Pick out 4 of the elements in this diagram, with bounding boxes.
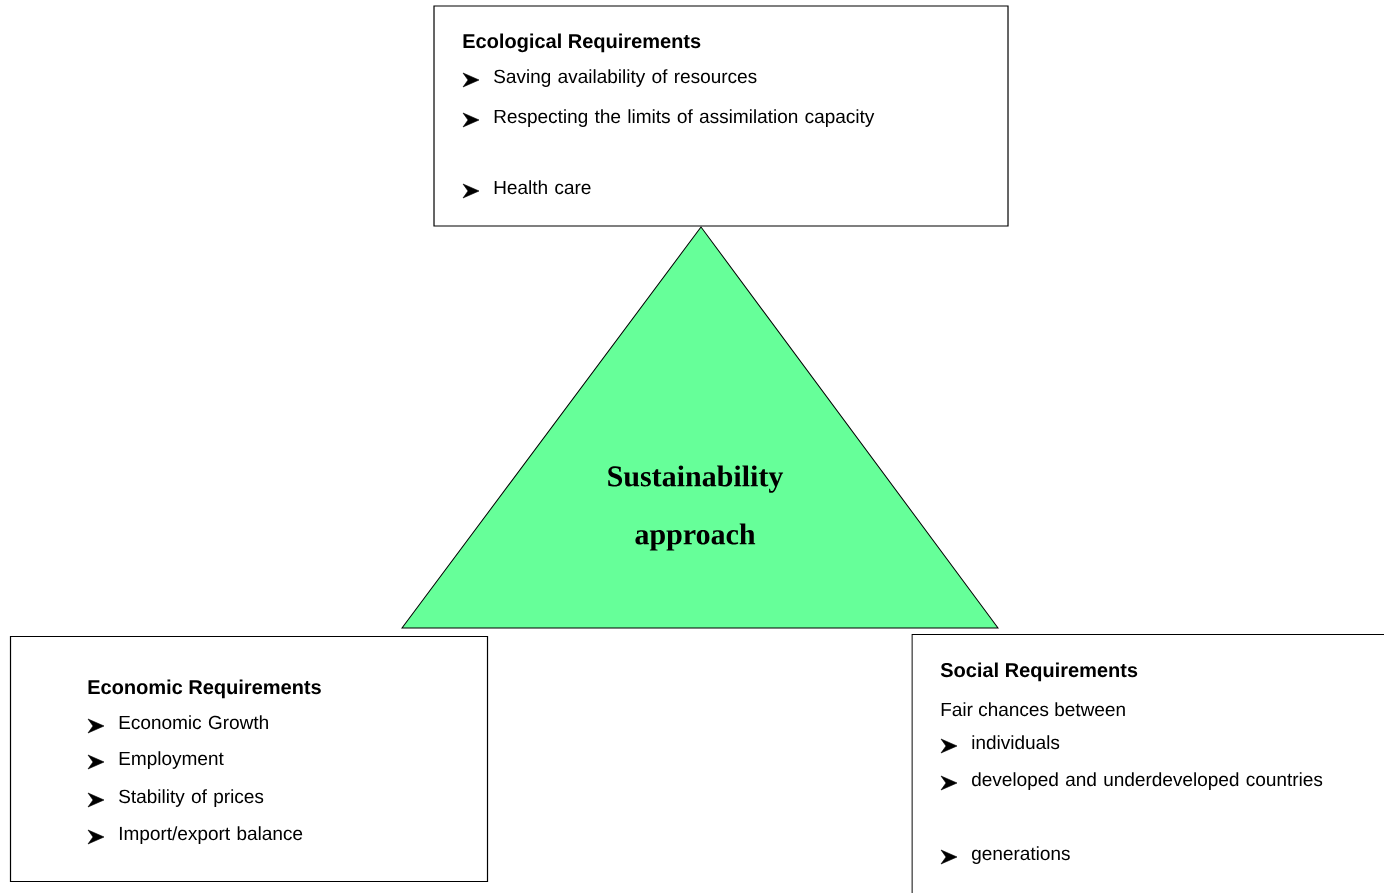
requirements-box: Ecological Requirements Saving availability of resources Respecting the limits of assimilation capacity Health care: [433, 5, 1009, 227]
requirements-box: Social Requirements Fair chances between individuals developed and underdeveloped countries generations: [911, 633, 1384, 893]
triangle: Sustainability approach: [401, 226, 999, 629]
requirements-box: Economic Requirements Economic Growth Employment Stability of prices Import/export balance: [9, 635, 489, 883]
